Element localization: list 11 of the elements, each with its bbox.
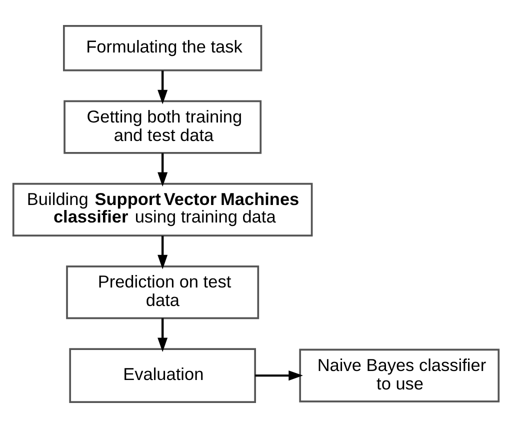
node-box: Getting both training and test data — [64, 100, 262, 154]
node-box: Building Support Vector Machines classifier using training data — [12, 182, 313, 236]
arrow — [158, 235, 168, 269]
arrow — [158, 152, 168, 186]
node-box: Evaluation — [69, 348, 256, 402]
arrow — [158, 70, 168, 104]
arrow — [255, 370, 303, 380]
node-box: Prediction on test data — [66, 264, 260, 319]
node-box: Naive Bayes classifier to use — [299, 348, 500, 402]
arrow — [158, 318, 168, 352]
node-box: Formulating the task — [63, 24, 262, 71]
